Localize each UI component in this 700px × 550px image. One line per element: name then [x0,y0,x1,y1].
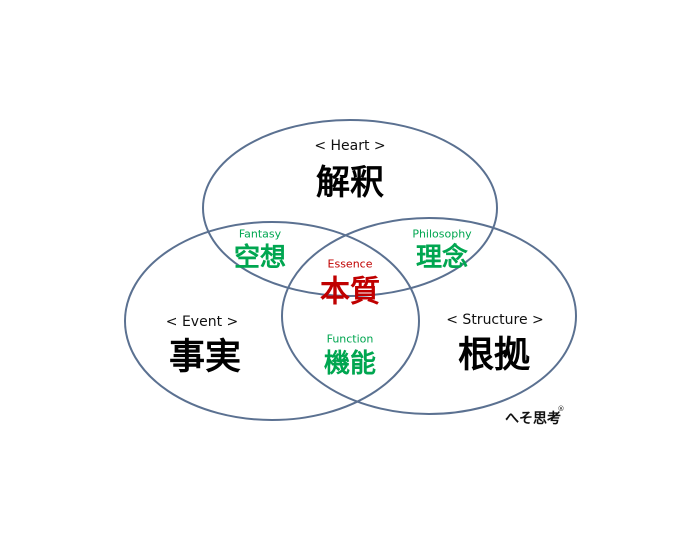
registered-mark: ® [558,405,565,413]
function-title: 機能 [324,348,376,379]
fantasy-title: 空想 [234,242,286,273]
structure-label: < Structure > [446,312,544,328]
philosophy-title: 理念 [416,242,468,273]
event-circle [124,221,420,421]
heart-circle [202,119,498,297]
structure-title: 根拠 [458,335,531,376]
essence-label: Essence [328,258,373,271]
function-label: Function [327,333,374,346]
structure-circle [281,217,577,415]
heart-title: 解釈 [316,163,384,203]
essence-title: 本質 [320,275,380,310]
heart-label: < Heart > [314,138,385,154]
fantasy-label: Fantasy [239,228,282,241]
logo-text: へそ思考 [505,410,561,427]
event-label: < Event > [166,314,238,330]
event-title: 事実 [169,337,241,378]
philosophy-label: Philosophy [412,228,472,241]
